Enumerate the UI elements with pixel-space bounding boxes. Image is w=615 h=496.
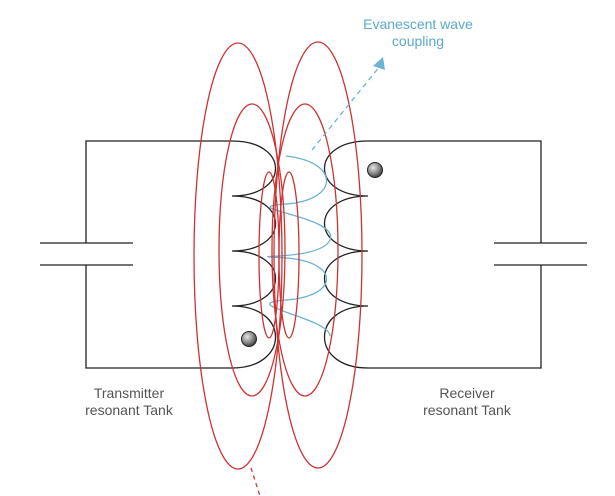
receiver-label-line2: resonant Tank xyxy=(423,402,511,418)
transmitter-label-line2: resonant Tank xyxy=(85,402,173,418)
transmitter-label-line1: Transmitter xyxy=(93,385,165,401)
transmitter-label: Transmitter resonant Tank xyxy=(64,385,194,419)
transmitter-circuit xyxy=(40,140,277,369)
tx-coil xyxy=(231,140,277,369)
field-line-outer-left xyxy=(193,42,283,470)
receiver-label-line1: Receiver xyxy=(439,385,495,401)
rx-wire xyxy=(368,140,542,243)
field-line-outer-right xyxy=(273,41,363,469)
rx-coil xyxy=(323,140,369,369)
tx-polarity-dot xyxy=(241,331,257,347)
tx-wire-bottom xyxy=(85,265,232,369)
coupling-label-line2: coupling xyxy=(391,33,445,49)
field-pointer-dashed-line xyxy=(250,467,261,496)
field-line-mid-left xyxy=(218,103,286,397)
field-line-inner-right xyxy=(278,171,300,339)
coupling-arrowhead-icon xyxy=(373,57,385,70)
magnetic-field-lines xyxy=(193,41,363,470)
coupling-wave xyxy=(267,155,332,337)
rx-polarity-dot xyxy=(367,162,383,178)
coupling-label: Evanescent wave coupling xyxy=(343,16,493,50)
coupling-arrow-line xyxy=(311,65,381,151)
tx-wire xyxy=(85,140,232,243)
receiver-label: Receiver resonant Tank xyxy=(402,385,532,419)
field-line-mid-right xyxy=(271,103,339,397)
coupling-label-line1: Evanescent wave xyxy=(363,16,473,32)
rx-wire-bottom xyxy=(368,265,542,369)
receiver-circuit xyxy=(323,140,587,369)
